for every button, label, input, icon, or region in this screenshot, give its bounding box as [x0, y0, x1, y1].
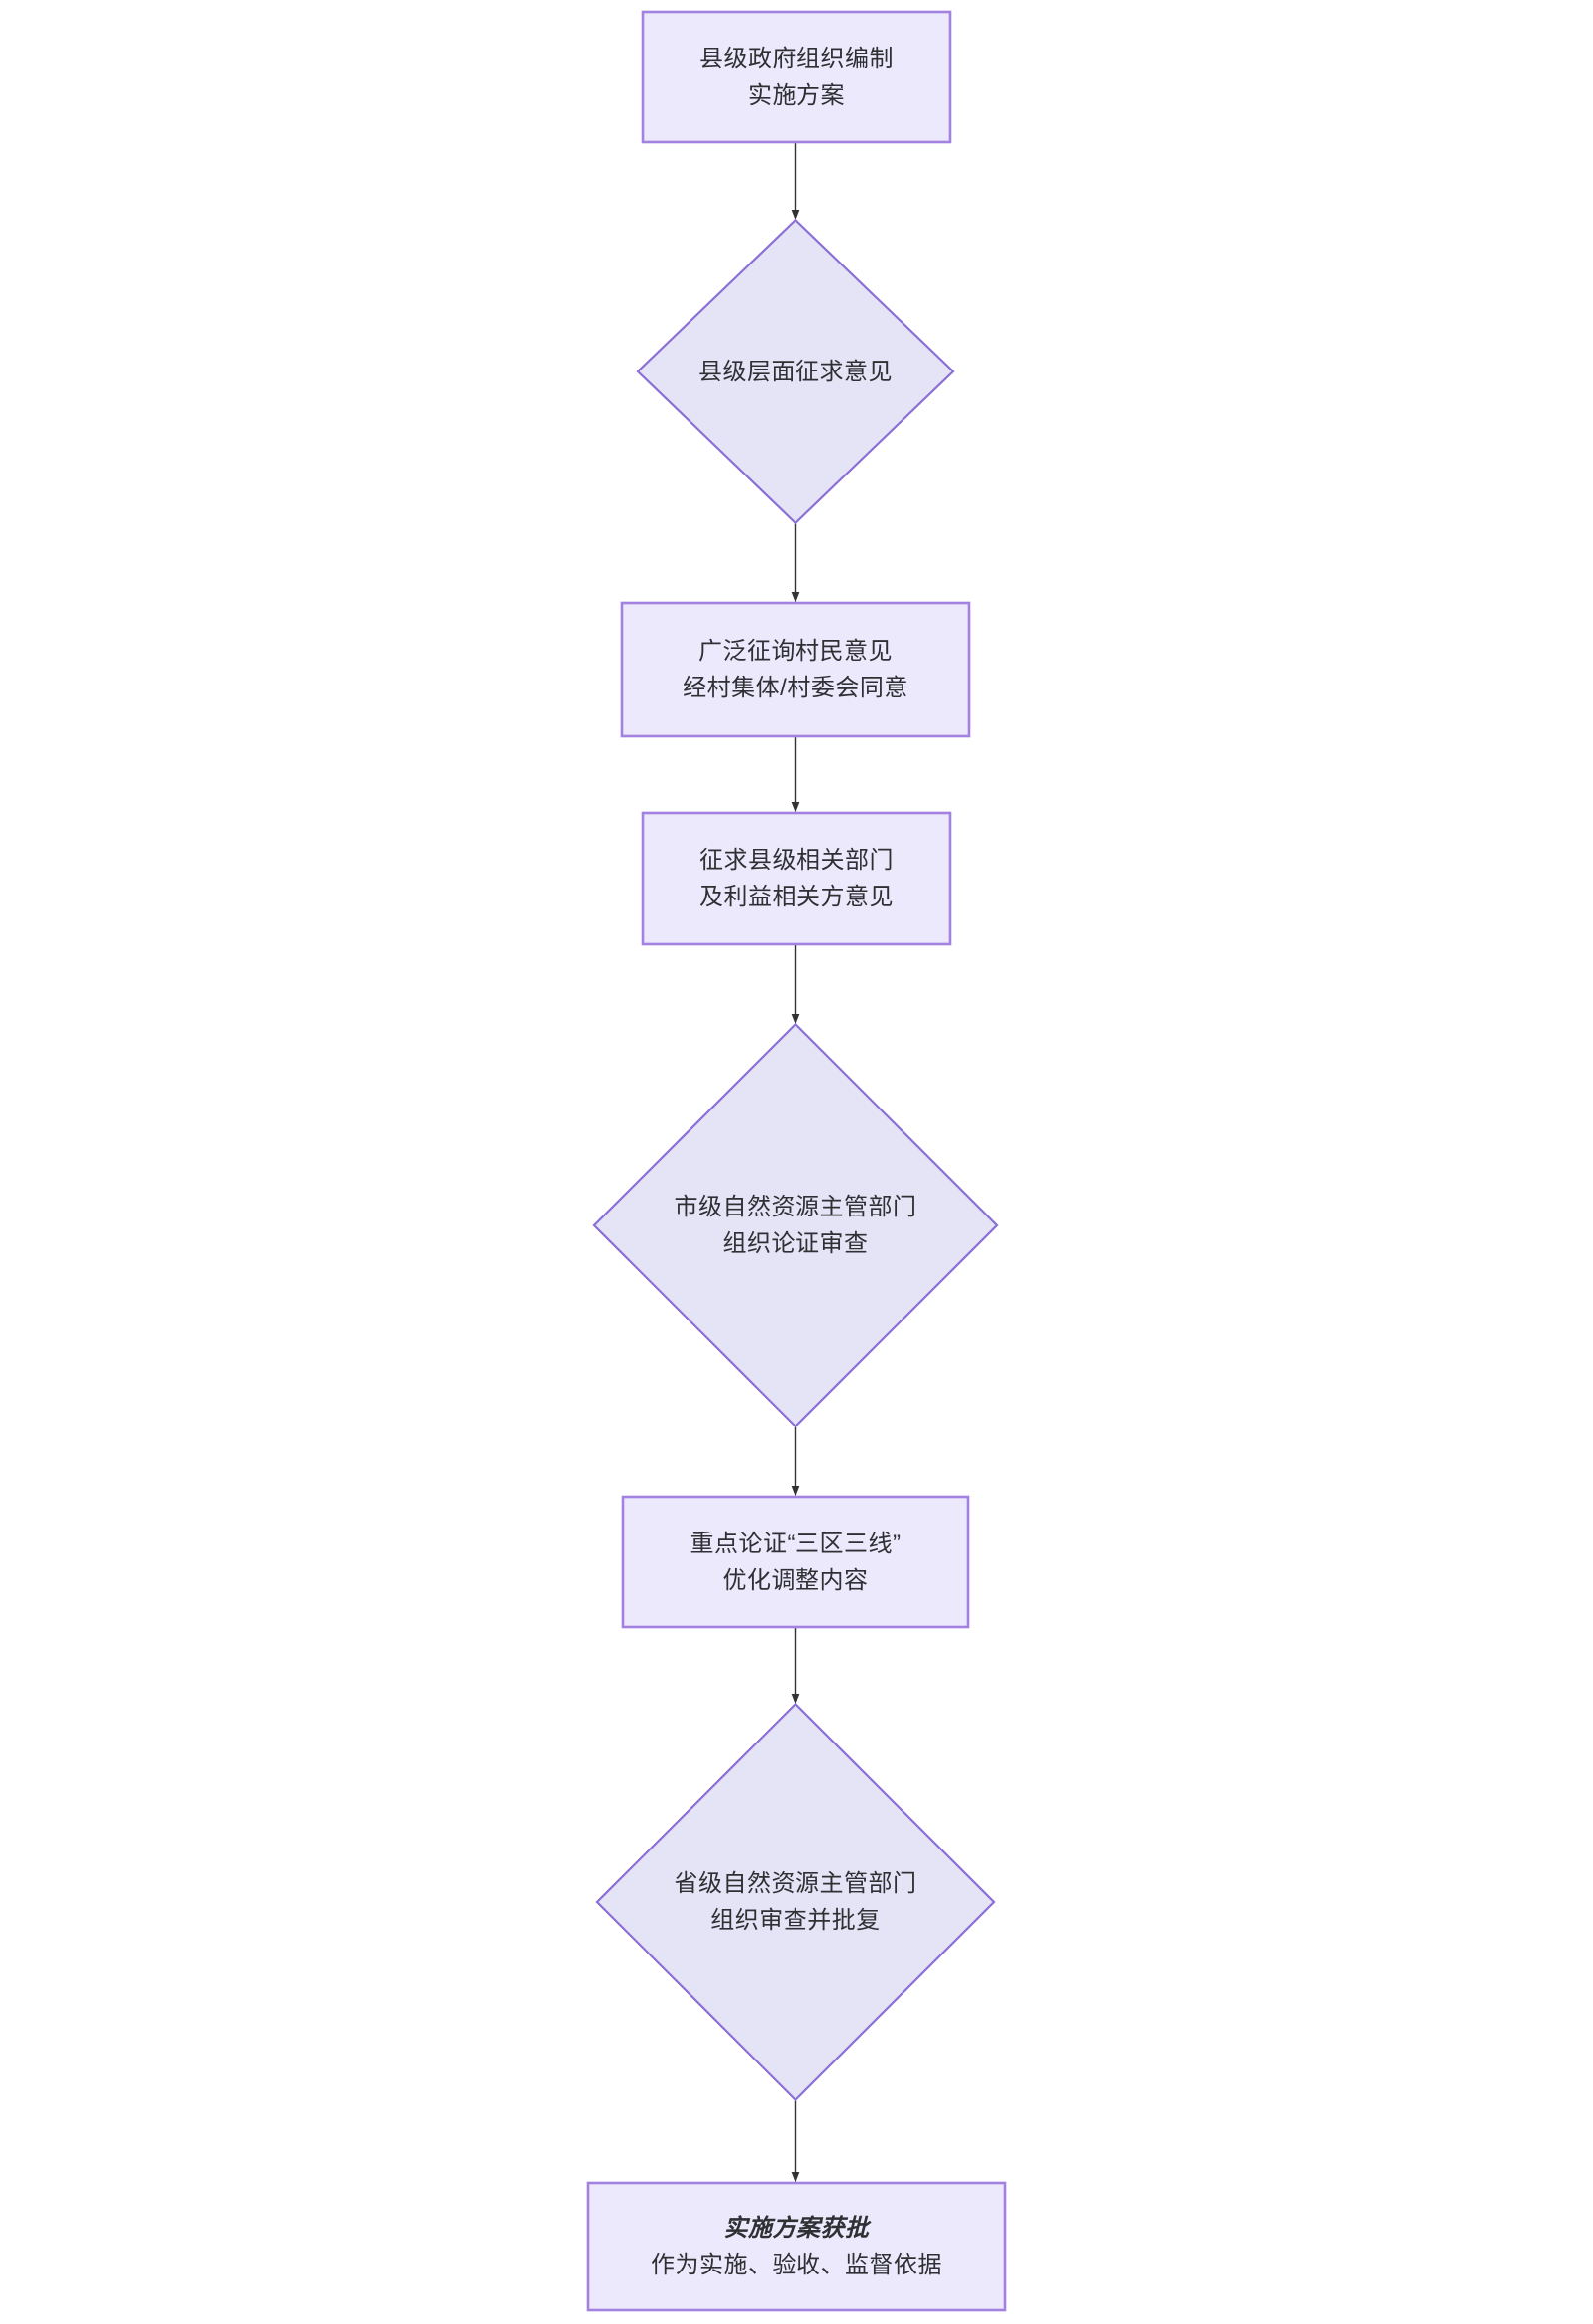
node-n5-shape[interactable] — [592, 1022, 999, 1428]
node-n2-shape[interactable] — [636, 218, 955, 525]
node-n7-shape[interactable] — [595, 1702, 996, 2102]
node-n8-shape[interactable] — [586, 2181, 1007, 2312]
node-n6-shape[interactable] — [621, 1495, 970, 1629]
node-n3-shape[interactable] — [620, 601, 971, 738]
node-n1-shape[interactable] — [641, 10, 952, 144]
node-n4-shape[interactable] — [641, 811, 952, 946]
